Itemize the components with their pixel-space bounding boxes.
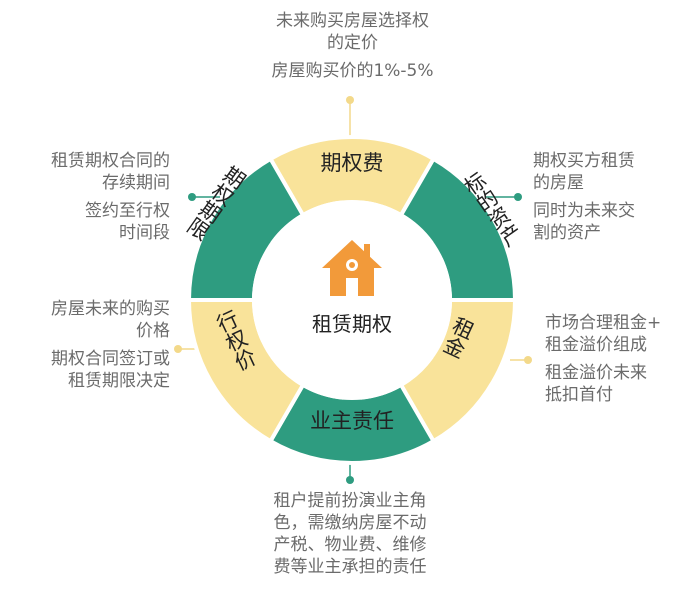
note-text: 费等业主承担的责任 (273, 557, 427, 577)
note-text: 同时为未来交 (533, 201, 635, 221)
note-bottom-right: 市场合理租金+租金溢价组成 租金溢价未来抵扣首付 (545, 312, 700, 412)
segment-label-bottom: 业主责任 (310, 409, 394, 433)
note-text: 租赁期限决定 (68, 371, 170, 391)
connector-dot-bottom-right (524, 356, 532, 364)
center-title: 租赁期权 (312, 312, 392, 336)
ring (186, 135, 518, 465)
note-text: 市场合理租金+ (545, 313, 662, 333)
note-top: 未来购买房屋选择权的定价 房屋购买价的1%-5% (240, 10, 465, 88)
note-text: 割的资产 (533, 223, 601, 243)
note-text: 的定价 (327, 33, 378, 53)
note-text: 价格 (136, 321, 170, 341)
center-circle (252, 200, 452, 400)
connector-dot-bottom-left (174, 345, 182, 353)
connector-dot-top-left (188, 193, 196, 201)
connectors (174, 96, 532, 484)
note-bottom-left: 房屋未来的购买价格 期权合同签订或租赁期限决定 (10, 298, 170, 398)
note-text: 租户提前扮演业主角 (273, 491, 427, 511)
connector-dot-top (346, 96, 354, 104)
note-text: 租金溢价组成 (545, 335, 647, 355)
note-text: 期权买方租赁 (533, 151, 635, 171)
note-text: 未来购买房屋选择权 (276, 11, 429, 31)
note-text: 租赁期权合同的 (51, 151, 170, 171)
note-text: 抵扣首付 (545, 385, 613, 405)
note-top-right: 期权买方租赁的房屋 同时为未来交割的资产 (533, 150, 693, 250)
note-text: 房屋未来的购买 (51, 299, 170, 319)
connector-dot-bottom (346, 476, 354, 484)
note-text: 期权合同签订或 (51, 349, 170, 369)
connector-dot-top-right (514, 193, 522, 201)
note-text: 存续期间 (102, 173, 170, 193)
note-text: 房屋购买价的1%-5% (271, 61, 434, 81)
note-text: 时间段 (119, 223, 170, 243)
note-text: 的房屋 (533, 173, 584, 193)
note-top-left: 租赁期权合同的存续期间 签约至行权时间段 (10, 150, 170, 250)
note-bottom: 租户提前扮演业主角色，需缴纳房屋不动产税、物业费、维修费等业主承担的责任 (250, 490, 450, 584)
segment-label-top: 期权费 (321, 151, 384, 175)
note-text: 产税、物业费、维修 (273, 535, 427, 555)
note-text: 色，需缴纳房屋不动 (273, 513, 427, 533)
note-text: 租金溢价未来 (545, 363, 647, 383)
note-text: 签约至行权 (85, 201, 170, 221)
house-icon (322, 240, 382, 296)
